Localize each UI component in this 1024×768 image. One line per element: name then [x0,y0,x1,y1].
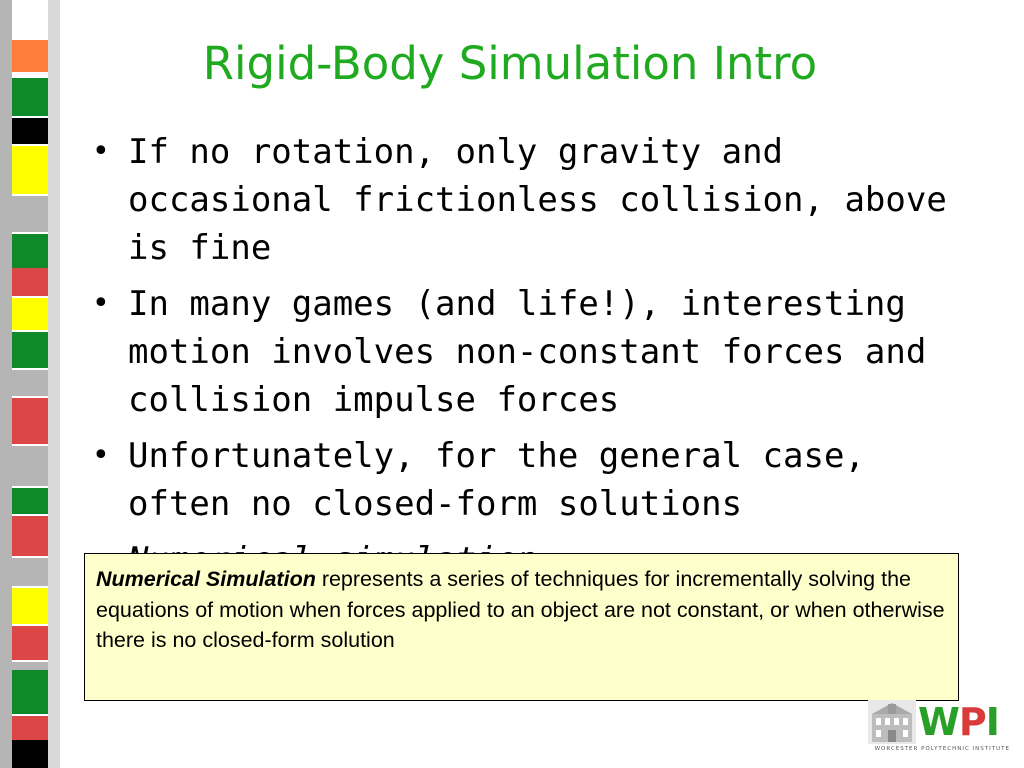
strip-block [12,626,48,660]
bullet-dot-icon: • [92,438,110,473]
strip-block [12,516,48,556]
bullet-text: Unfortunately, for the general case, oft… [128,436,865,524]
wpi-letter-p: P [958,700,987,744]
wpi-logo: WPI WORCESTER POLYTECHNIC INSTITUTE [868,700,1010,758]
bullet-text: In many games (and life!), interesting m… [128,284,927,420]
strip-block [12,40,48,72]
strip-block [12,234,48,268]
strip-block [12,332,48,368]
definition-term: Numerical Simulation [96,567,316,591]
strip-block [12,196,48,232]
strip-block [12,588,48,624]
bullet-dot-icon: • [92,134,110,169]
strip-block [12,398,48,444]
strip-block [12,488,48,514]
slide-title: Rigid-Body Simulation Intro [202,37,818,90]
wpi-caption: WORCESTER POLYTECHNIC INSTITUTE [874,746,1010,752]
strip-block [12,740,48,768]
strip-block [12,670,48,714]
strip-block [12,662,48,670]
strip-block [12,446,48,486]
strip-block [12,716,48,740]
strip-color-blocks [12,0,48,768]
bullet-list: • If no rotation, only gravity and occasi… [90,128,950,592]
strip-block [12,558,48,586]
bullet-item: • If no rotation, only gravity and occasi… [90,128,950,272]
bullet-dot-icon: • [92,286,110,321]
bullet-item: • Unfortunately, for the general case, of… [90,432,950,528]
bullet-text: If no rotation, only gravity and occasio… [128,132,947,268]
strip-block [12,118,48,144]
strip-block [12,298,48,330]
definition-body: represents a series of techniques for in… [96,567,945,652]
wpi-wordmark: WPI [918,700,1000,744]
strip-block [12,146,48,194]
strip-block [12,370,48,396]
strip-block [12,268,48,296]
strip-block [12,78,48,116]
building-icon [868,700,916,744]
strip-gray-bar-right [48,0,60,768]
definition-box: Numerical Simulation represents a series… [84,553,959,701]
wpi-letter-w: W [918,700,960,744]
bullet-item: • In many games (and life!), interesting … [90,280,950,424]
strip-gray-bar-left [0,0,12,768]
wpi-letter-i: I [985,700,1000,744]
